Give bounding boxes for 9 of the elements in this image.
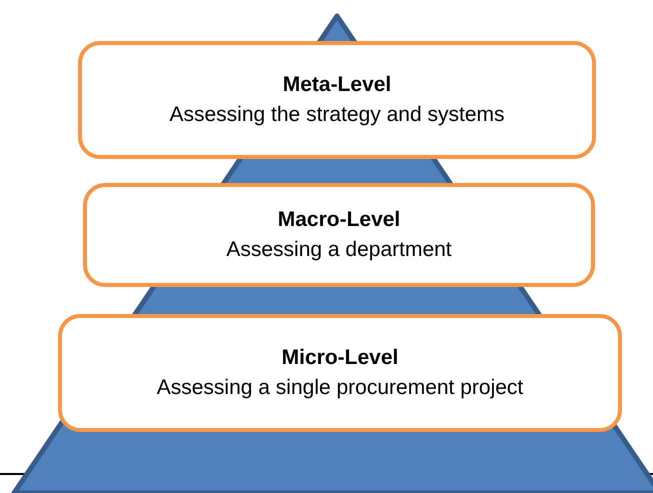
level-title: Meta-Level xyxy=(282,73,392,97)
level-box xyxy=(58,314,622,432)
level-title: Macro-Level xyxy=(278,208,400,232)
level-title: Micro-Level xyxy=(282,346,398,370)
level-description: Assessing a department xyxy=(226,238,452,262)
level-box xyxy=(78,41,596,159)
level-description: Assessing a single procurement project xyxy=(156,376,524,400)
level-box xyxy=(83,183,595,287)
level-description: Assessing the strategy and systems xyxy=(170,103,504,127)
